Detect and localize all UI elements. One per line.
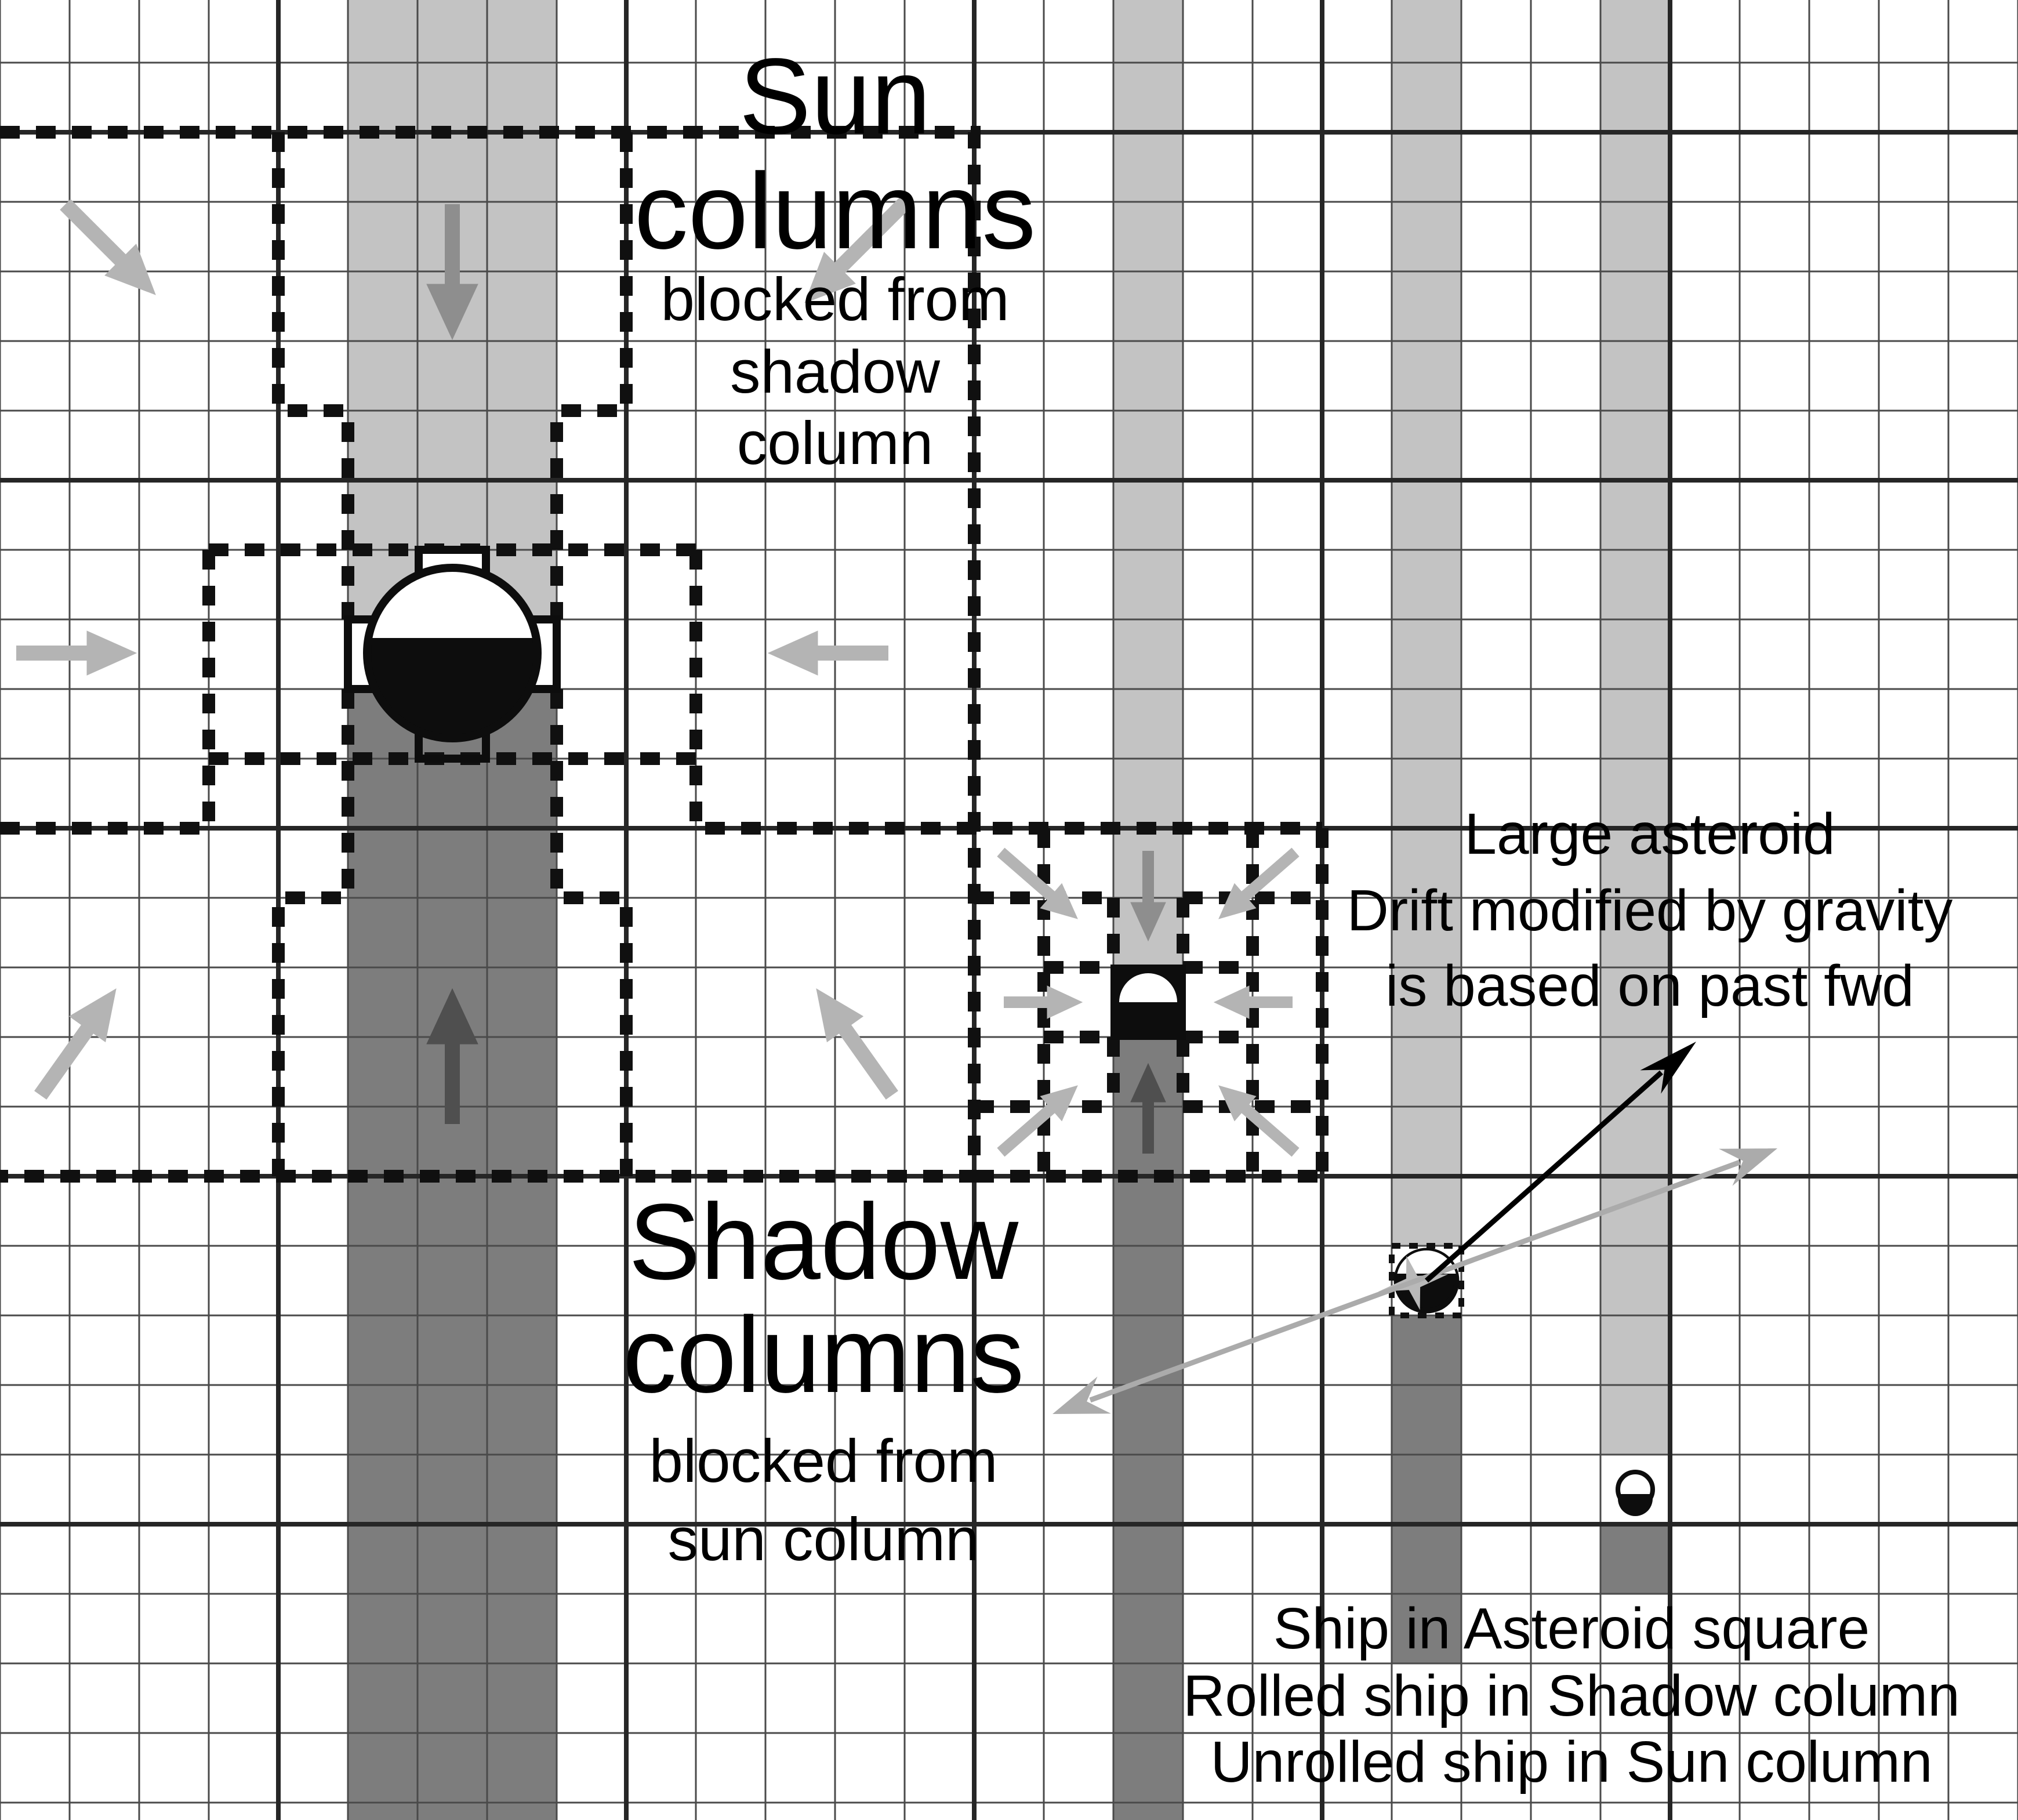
gravity-arrow-west-icon <box>16 630 137 676</box>
asteroid-note-line3: is based on past fwd <box>1385 953 1914 1018</box>
sun-column-small-asteroid <box>1113 0 1183 967</box>
small-gravity-arrow-southwest-icon <box>997 1085 1078 1157</box>
asteroid-note-line1: Large asteroid <box>1464 802 1835 867</box>
sun-column-unrolled-ship <box>1600 0 1670 1455</box>
shadow-columns-label: Shadow columns blocked from sun column <box>623 1182 1025 1574</box>
shadow-column-unrolled-ship <box>1600 1524 1670 1594</box>
gravity-arrows-small-asteroid <box>997 847 1300 1157</box>
small-gravity-arrow-up-icon <box>1130 1063 1166 1154</box>
small-gravity-arrow-down-icon <box>1130 851 1166 942</box>
gravity-arrow-east-icon <box>767 630 888 676</box>
small-gravity-arrow-east-icon <box>1213 985 1293 1019</box>
shadow-label-line1: Shadow <box>629 1182 1019 1302</box>
shadow-column-large <box>348 689 557 1820</box>
gravity-arrow-northwest-icon <box>60 199 156 295</box>
gravity-arrow-northeast-icon <box>804 195 913 303</box>
ship-caption-line3: Unrolled ship in Sun column <box>1210 1730 1932 1794</box>
shadow-label-line4: sun column <box>668 1506 979 1574</box>
sun-label-line3: blocked from <box>660 266 1009 333</box>
sun-label-line1: Sun <box>739 37 931 157</box>
gravity-arrow-southeast-icon <box>816 988 898 1100</box>
columns <box>348 0 1670 1820</box>
large-asteroid-note: Large asteroid Drift modified by gravity… <box>1347 802 1953 1018</box>
drift-arrows <box>1052 1042 1777 1414</box>
small-asteroid-lit-half <box>1119 973 1177 1002</box>
gravity-arrow-up-shadow-icon <box>426 988 478 1124</box>
shadow-label-line3: blocked from <box>649 1427 997 1495</box>
small-gravity-arrow-southeast-icon <box>1218 1085 1300 1157</box>
asteroid-square-dotted-box <box>1389 1243 1464 1318</box>
unrolled-ship-dark-half <box>1618 1494 1653 1517</box>
grid-minor-horizontal <box>0 61 2018 1804</box>
gravity-arrow-southwest-icon <box>34 988 117 1100</box>
shadow-label-line2: columns <box>623 1295 1025 1415</box>
drift-arrow-gray <box>1052 1148 1777 1414</box>
sun-label-line5: column <box>737 409 933 477</box>
unrolled-ship-token <box>1616 1470 1655 1517</box>
ship-caption-line2: Rolled ship in Shadow column <box>1183 1663 1960 1728</box>
shadow-column-small-asteroid <box>1113 1037 1183 1820</box>
large-asteroid-ring <box>363 564 542 742</box>
asteroid-note-line2: Drift modified by gravity <box>1347 878 1953 943</box>
small-gravity-arrow-northeast-icon <box>1218 847 1300 919</box>
sun-blocked-region-outline <box>0 126 981 1183</box>
ship-caption-line1: Ship in Asteroid square <box>1273 1596 1870 1661</box>
small-gravity-arrow-west-icon <box>1004 985 1083 1019</box>
gravity-arrow-down-sun-icon <box>426 204 478 340</box>
small-gravity-arrow-northwest-icon <box>997 847 1078 919</box>
sun-label-line2: columns <box>634 151 1036 271</box>
sun-label-line4: shadow <box>730 338 941 406</box>
sun-columns-label: Sun columns blocked from shadow column <box>634 37 1036 477</box>
ship-caption: Ship in Asteroid square Rolled ship in S… <box>1183 1596 1960 1794</box>
shadow-column-ship <box>1392 1315 1461 1663</box>
large-asteroid-token <box>344 546 561 763</box>
gravity-arrows-large-asteroid <box>16 195 913 1124</box>
large-asteroid-dark-half <box>367 638 538 738</box>
sun-column-ship <box>1392 0 1461 1246</box>
drift-arrow-black <box>1425 1042 1696 1283</box>
blocked-region-outlines <box>0 126 1464 1318</box>
small-asteroid-token <box>1110 965 1186 1040</box>
